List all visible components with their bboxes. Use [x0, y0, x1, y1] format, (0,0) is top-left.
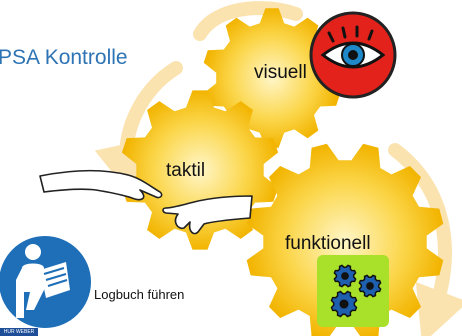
page-title: PSA Kontrolle: [0, 46, 128, 69]
gear-funktionell: [246, 143, 444, 336]
gears-icon: [317, 255, 389, 327]
gear-funktionell-shape: [246, 143, 444, 336]
cycle-arrow-right: [388, 143, 462, 336]
cycle-arrow-top: [193, 1, 303, 41]
step-label-funktionell: funktionell: [285, 233, 371, 254]
step-label-taktil: taktil: [166, 160, 206, 181]
hands-icon: [39, 169, 253, 235]
step-label-visuell: visuell: [254, 62, 307, 83]
cycle-arrow-left: [94, 61, 183, 200]
read-manual-icon: [0, 236, 91, 328]
eye-icon: [309, 11, 397, 99]
brand-logo: HUR WEBER: [0, 328, 38, 336]
logbook-label: Logbuch führen: [94, 287, 185, 302]
